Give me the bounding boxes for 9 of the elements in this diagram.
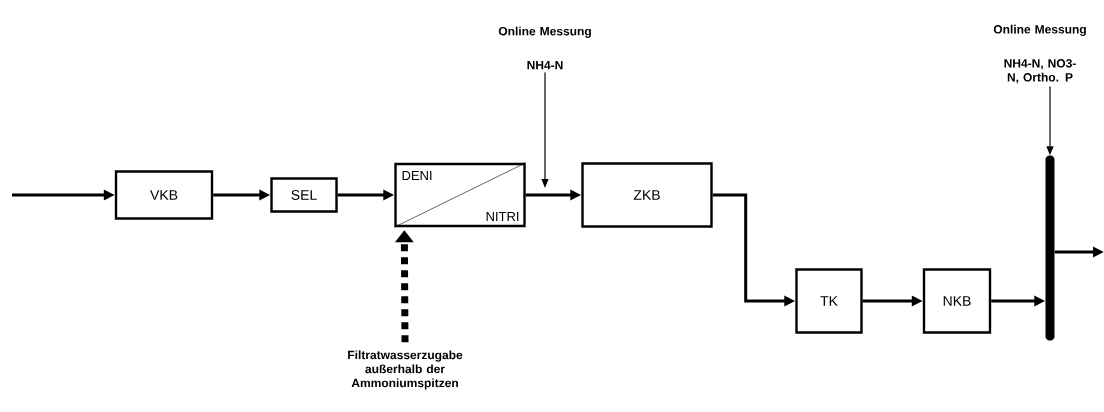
- measurement-label: Online Messung NH4-N: [498, 26, 591, 70]
- process-box: SEL: [270, 177, 338, 213]
- annotation-text: Filtratwasserzugabe außerhalb der Ammoniumspitzen: [348, 350, 463, 390]
- process-box: TK: [795, 268, 863, 334]
- process-box: VKB: [114, 170, 214, 220]
- process-box: ZKB: [581, 162, 713, 228]
- process-box: DENI NITRI: [394, 162, 526, 228]
- process-box: NKB: [922, 268, 992, 334]
- measurement-label: Online Messung NH4-N, NO3-N, Ortho. P: [993, 24, 1086, 84]
